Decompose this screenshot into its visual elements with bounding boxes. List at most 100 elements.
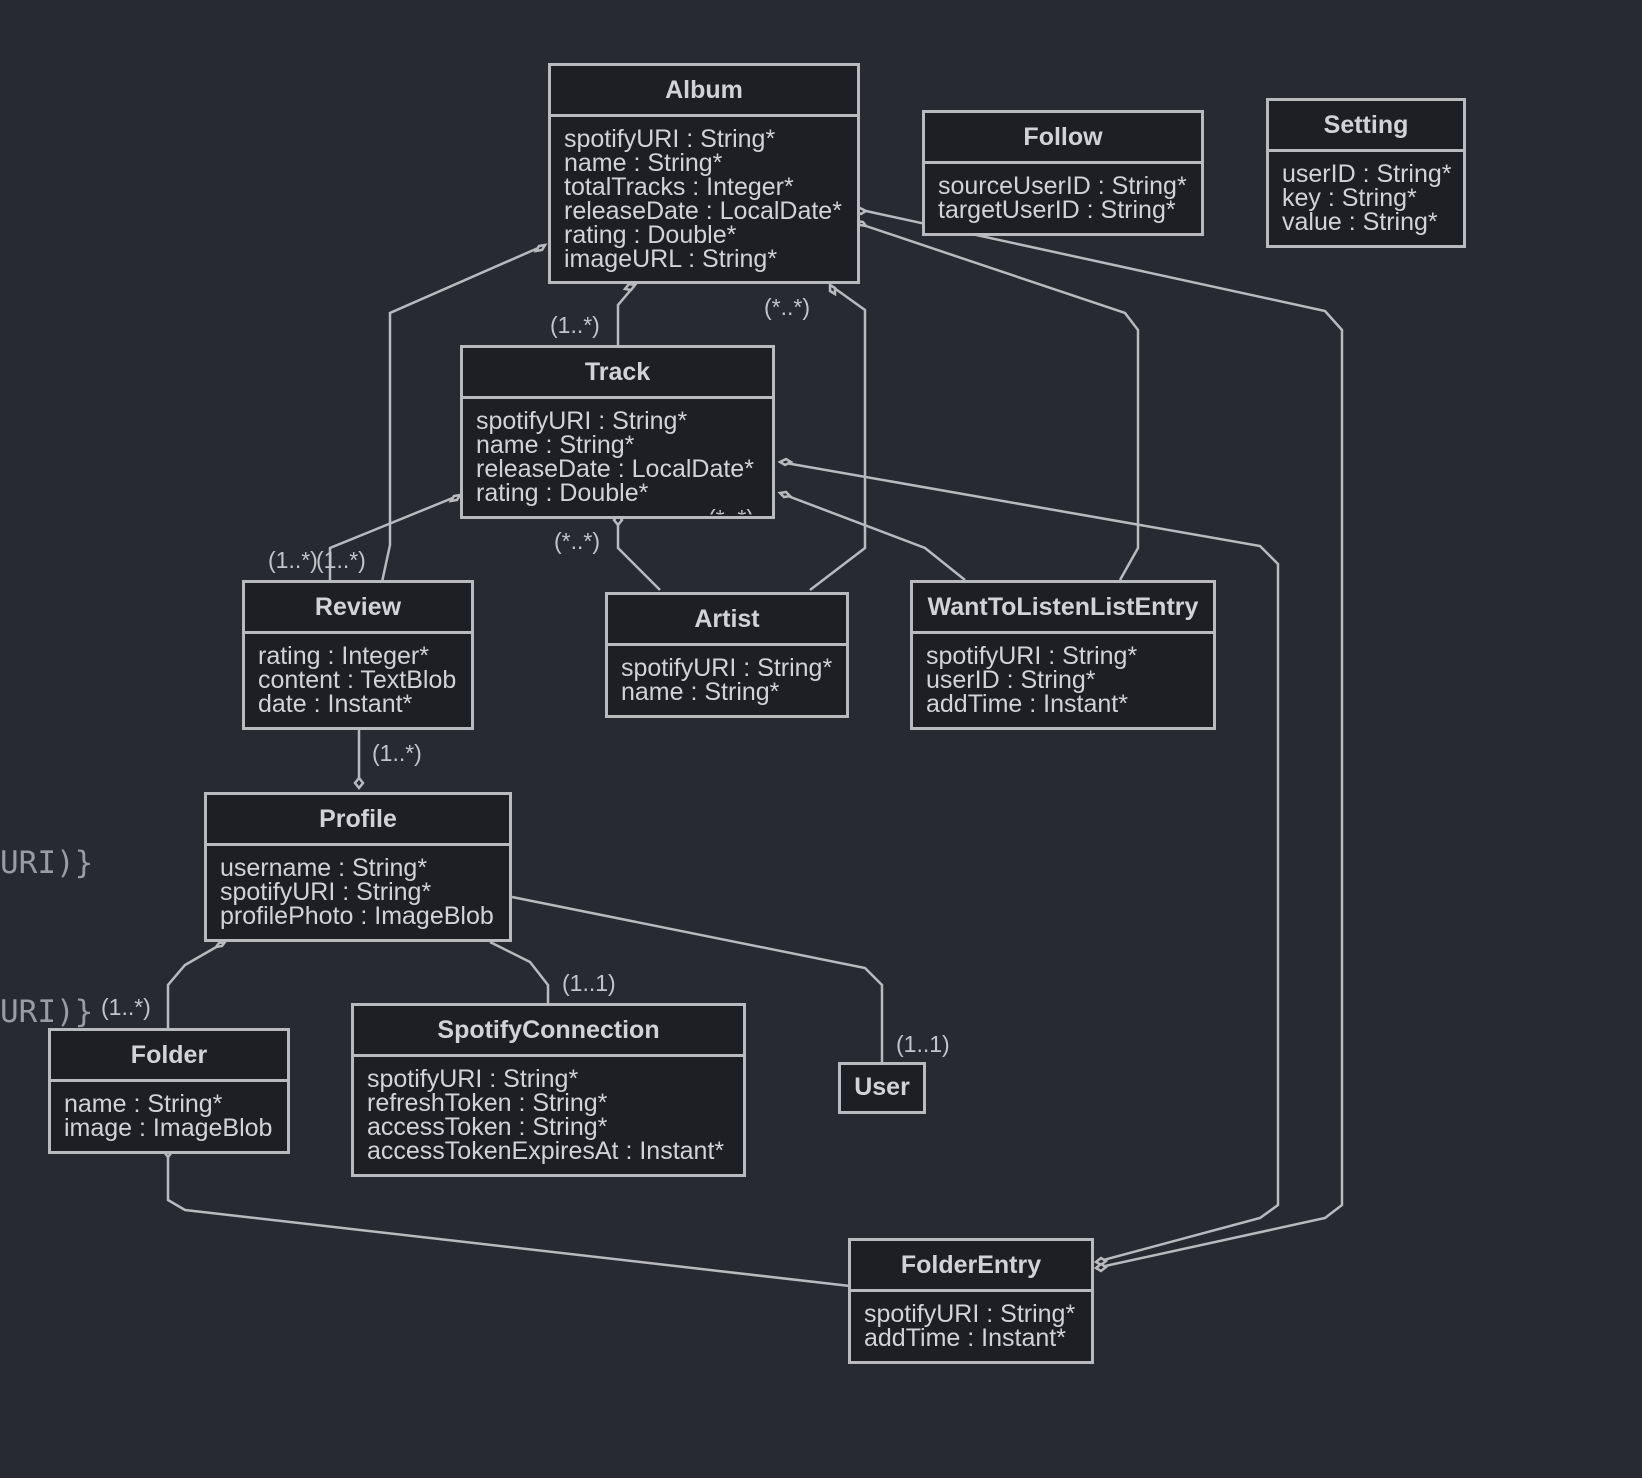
entity-fields: spotifyURI : String* userID : String* ad… xyxy=(913,634,1213,722)
entity-fields: rating : Integer* content : TextBlob dat… xyxy=(245,634,471,722)
diamond-track-wanttolisten xyxy=(777,490,793,499)
entity-fields: username : String* spotifyURI : String* … xyxy=(207,846,509,934)
diamond-album-artist xyxy=(828,282,837,297)
edge-track-folderentry xyxy=(779,460,1280,1264)
field: value : String* xyxy=(1282,208,1438,236)
field: imageURL : String* xyxy=(564,245,778,273)
diamond-album-track xyxy=(622,282,638,292)
edge-folder-folderentry xyxy=(166,1157,851,1288)
entity-fields: spotifyURI : String* name : String* tota… xyxy=(551,117,857,277)
entity-fields: spotifyURI : String* addTime : Instant* xyxy=(851,1292,1091,1356)
field: date : Instant* xyxy=(258,690,413,718)
multiplicity-track-artist: (*..*) xyxy=(554,528,600,554)
code-fragment-2: URI)} xyxy=(0,994,94,1030)
field: spotifyURI : String* xyxy=(926,642,1138,670)
entity-title: Follow xyxy=(925,113,1201,164)
entity-title: Artist xyxy=(608,595,846,646)
edge-profile-folder xyxy=(166,940,226,1028)
edge-album-artist xyxy=(809,283,867,591)
edge-track-wanttolisten xyxy=(779,491,966,581)
entity-fields: spotifyURI : String* name : String* rele… xyxy=(463,399,772,511)
edge-profile-spotifyconnection xyxy=(489,940,550,1004)
field: sourceUserID : String* xyxy=(938,172,1187,200)
field: rating : Integer* xyxy=(258,642,429,670)
entity-folder[interactable]: Folder name : String* image : ImageBlob xyxy=(48,1028,290,1154)
entity-folderentry[interactable]: FolderEntry spotifyURI : String* addTime… xyxy=(848,1238,1094,1364)
field: rating : Double* xyxy=(564,221,737,249)
multiplicity-review-track: (1..*) xyxy=(268,547,318,573)
diamond-track-folderentry xyxy=(777,457,794,467)
field: spotifyURI : String* xyxy=(564,125,776,153)
entity-wanttolistenlistentry[interactable]: WantToListenListEntry spotifyURI : Strin… xyxy=(910,580,1216,730)
diamond-review-profile xyxy=(353,775,365,791)
field: releaseDate : LocalDate* xyxy=(564,197,842,225)
field: accessTokenExpiresAt : Instant* xyxy=(367,1137,725,1165)
field: spotifyURI : String* xyxy=(220,878,432,906)
field: targetUserID : String* xyxy=(938,196,1176,224)
multiplicity-profile-user: (1..1) xyxy=(896,1031,950,1057)
entity-title: WantToListenListEntry xyxy=(913,583,1213,634)
field: content : TextBlob xyxy=(258,666,457,694)
entity-follow[interactable]: Follow sourceUserID : String* targetUser… xyxy=(922,110,1204,236)
entity-track[interactable]: Track spotifyURI : String* name : String… xyxy=(460,345,775,519)
field: spotifyURI : String* xyxy=(864,1300,1076,1328)
multiplicity-track-artist-hidden: (*..*) xyxy=(708,505,754,514)
field: name : String* xyxy=(621,678,780,706)
entity-user[interactable]: User xyxy=(838,1062,926,1114)
edge-album-folderentry xyxy=(865,209,1344,1270)
field: addTime : Instant* xyxy=(864,1324,1066,1352)
diamond-track-review xyxy=(448,493,463,503)
field: username : String* xyxy=(220,854,428,882)
field: spotifyURI : String* xyxy=(621,654,833,682)
code-fragment-1: URI)} xyxy=(0,845,94,881)
entity-fields: spotifyURI : String* refreshToken : Stri… xyxy=(354,1057,743,1169)
field: accessToken : String* xyxy=(367,1113,608,1141)
field: spotifyURI : String* xyxy=(367,1065,579,1093)
field: totalTracks : Integer* xyxy=(564,173,794,201)
edge-album-review xyxy=(380,243,546,583)
field: refreshToken : String* xyxy=(367,1089,608,1117)
entity-title: Profile xyxy=(207,795,509,846)
field: spotifyURI : String* xyxy=(476,407,688,435)
edge-album-wanttolisten xyxy=(865,224,1140,581)
multiplicity-album-track: (1..*) xyxy=(550,312,600,338)
multiplicity-profile-spotifyconnection: (1..1) xyxy=(562,970,616,996)
field: name : String* xyxy=(476,431,635,459)
entity-title: Album xyxy=(551,66,857,117)
diamond-folderentry-b xyxy=(1093,1262,1109,1273)
entity-title: Review xyxy=(245,583,471,634)
field: userID : String* xyxy=(926,666,1096,694)
entity-fields: name : String* image : ImageBlob xyxy=(51,1082,287,1146)
entity-title: Track xyxy=(463,348,772,399)
field: profilePhoto : ImageBlob xyxy=(220,902,494,930)
entity-setting[interactable]: Setting userID : String* key : String* v… xyxy=(1266,98,1466,248)
field: image : ImageBlob xyxy=(64,1114,273,1142)
edge-album-track xyxy=(616,284,636,350)
field: addTime : Instant* xyxy=(926,690,1128,718)
entity-spotifyconnection[interactable]: SpotifyConnection spotifyURI : String* r… xyxy=(351,1003,746,1177)
entity-title: User xyxy=(854,1073,910,1101)
field: releaseDate : LocalDate* xyxy=(476,455,754,483)
diamond-album-review xyxy=(533,243,548,253)
entity-artist[interactable]: Artist spotifyURI : String* name : Strin… xyxy=(605,592,849,718)
entity-title: Folder xyxy=(51,1031,287,1082)
multiplicity-review-profile: (1..*) xyxy=(372,740,422,766)
field: name : String* xyxy=(64,1090,223,1118)
entity-fields: sourceUserID : String* targetUserID : St… xyxy=(925,164,1201,228)
multiplicity-album-artist: (*..*) xyxy=(764,294,810,320)
entity-review[interactable]: Review rating : Integer* content : TextB… xyxy=(242,580,474,730)
edge-track-review xyxy=(328,493,461,582)
entity-album[interactable]: Album spotifyURI : String* name : String… xyxy=(548,63,860,284)
entity-title: FolderEntry xyxy=(851,1241,1091,1292)
entity-profile[interactable]: Profile username : String* spotifyURI : … xyxy=(204,792,512,942)
field: rating : Double* xyxy=(476,479,649,507)
multiplicity-review-album: (1..*) xyxy=(316,547,366,573)
entity-fields: spotifyURI : String* name : String* xyxy=(608,646,846,710)
multiplicity-profile-folder: (1..*) xyxy=(101,994,151,1020)
entity-title: Setting xyxy=(1269,101,1463,152)
entity-fields: userID : String* key : String* value : S… xyxy=(1269,152,1463,240)
edge-profile-user xyxy=(511,895,884,1064)
field: name : String* xyxy=(564,149,723,177)
entity-title: SpotifyConnection xyxy=(354,1006,743,1057)
